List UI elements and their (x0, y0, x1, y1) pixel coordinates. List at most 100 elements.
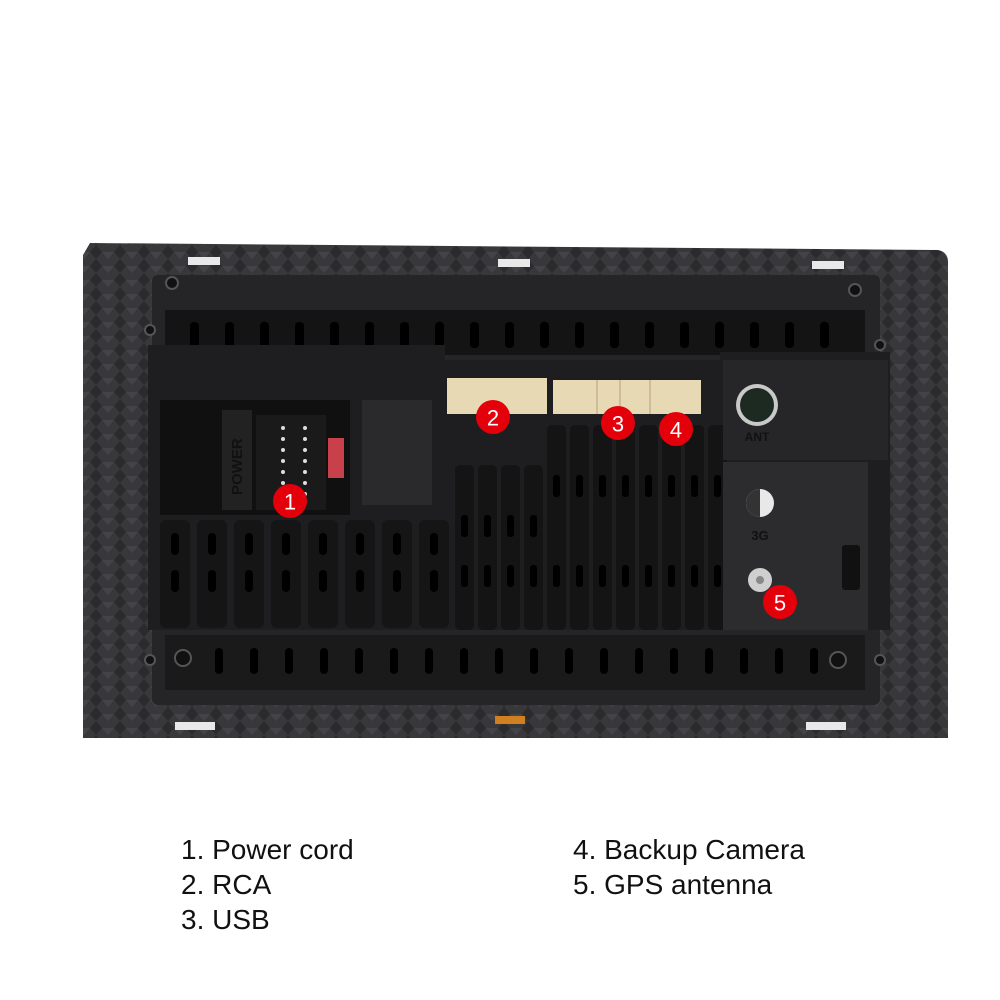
vent-slot (320, 648, 328, 674)
rib-slot (668, 565, 675, 587)
rib (639, 425, 658, 630)
rib-slot (484, 565, 491, 587)
rib-slot (461, 515, 468, 537)
rib-slot (507, 515, 514, 537)
rib-slot (208, 570, 216, 592)
rib-slot (645, 475, 652, 497)
vent-slot (775, 648, 783, 674)
rib-slot (645, 565, 652, 587)
top-vents (190, 322, 829, 348)
rib (593, 425, 612, 630)
vent-slot (225, 322, 234, 348)
vent-slot (390, 648, 398, 674)
vent-slot (670, 648, 678, 674)
legend-item: 4. Backup Camera (573, 834, 805, 865)
legend-item: 3. USB (181, 904, 270, 935)
rib-slot (530, 515, 537, 537)
pin (303, 470, 307, 474)
rib-slot (461, 565, 468, 587)
legend-item: 2. RCA (181, 869, 272, 900)
rib-slot (393, 533, 401, 555)
rib-slot (208, 533, 216, 555)
screws (144, 276, 886, 669)
power-label: POWER (229, 438, 246, 495)
marker-5: 5 (763, 585, 797, 619)
pin (281, 437, 285, 441)
vent-slot (365, 322, 374, 348)
rib (524, 465, 543, 630)
rib-slot (691, 565, 698, 587)
rib-slot (530, 565, 537, 587)
heat-sink-ribs (160, 425, 727, 630)
svg-text:1: 1 (284, 490, 296, 515)
rib-slot (245, 570, 253, 592)
rib-slot (282, 570, 290, 592)
pin (303, 437, 307, 441)
vent-slot (495, 648, 503, 674)
vent-slot (635, 648, 643, 674)
rib-slot (553, 565, 560, 587)
vent-slot (785, 322, 794, 348)
vent-slot (505, 322, 514, 348)
legend-item: 5. GPS antenna (573, 869, 773, 900)
rib-slot (691, 475, 698, 497)
pin (281, 426, 285, 430)
vent-slot (190, 322, 199, 348)
rib (616, 425, 635, 630)
rib (662, 425, 681, 630)
rib-slot (576, 475, 583, 497)
legend-left: 1. Power cord 2. RCA 3. USB (181, 832, 354, 937)
rib-slot (553, 475, 560, 497)
pin (303, 459, 307, 463)
vent-slot (600, 648, 608, 674)
rib-slot (171, 533, 179, 555)
vent-slot (575, 322, 584, 348)
pin (281, 481, 285, 485)
vent-slot (705, 648, 713, 674)
vent-slot (400, 322, 409, 348)
pin (281, 448, 285, 452)
usb-camera-connectors (553, 380, 701, 414)
rib-slot (171, 570, 179, 592)
rib-slot (319, 570, 327, 592)
rib (685, 425, 704, 630)
vent-slot (250, 648, 258, 674)
vent-slot (610, 322, 619, 348)
rib-slot (282, 533, 290, 555)
rib-slot (668, 475, 675, 497)
rib-slot (430, 533, 438, 555)
frame-clips (175, 257, 846, 730)
rib-slot (245, 533, 253, 555)
svg-text:2: 2 (487, 406, 499, 431)
vent-slot (530, 648, 538, 674)
legend-item: 1. Power cord (181, 834, 354, 865)
ant-label: ANT (745, 430, 770, 444)
rib-slot (714, 565, 721, 587)
rib (708, 425, 727, 630)
rib-slot (393, 570, 401, 592)
svg-text:4: 4 (670, 418, 682, 443)
vent-slot (540, 322, 549, 348)
pin (303, 426, 307, 430)
car-stereo-back-panel: POWER ANT 3G 1 2 3 4 5 (83, 243, 948, 738)
rib (478, 465, 497, 630)
rib (501, 465, 520, 630)
vent-slot (425, 648, 433, 674)
pin (281, 459, 285, 463)
rib-slot (507, 565, 514, 587)
rib-slot (622, 565, 629, 587)
vent-slot (285, 648, 293, 674)
vent-slot (565, 648, 573, 674)
rib-slot (622, 475, 629, 497)
vent-slot (460, 648, 468, 674)
svg-text:3: 3 (612, 412, 624, 437)
rib (547, 425, 566, 630)
rib (570, 425, 589, 630)
marker-4: 4 (659, 412, 693, 446)
pin (303, 448, 307, 452)
pin (303, 481, 307, 485)
rib-slot (319, 533, 327, 555)
3g-label: 3G (751, 528, 768, 543)
rib-slot (599, 565, 606, 587)
legend-right: 4. Backup Camera 5. GPS antenna (573, 832, 805, 902)
